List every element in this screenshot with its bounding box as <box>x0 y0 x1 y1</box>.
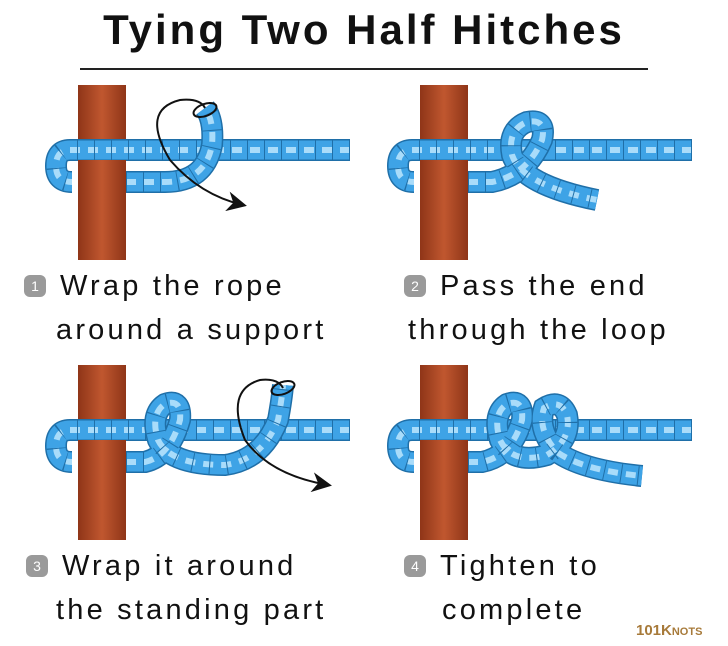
step-3-line1: Wrap it around <box>62 550 297 582</box>
step-2-illustration <box>386 85 692 260</box>
rope-segment <box>44 419 350 473</box>
rope-segment <box>386 139 692 193</box>
step-1-line2: around a support <box>56 314 327 346</box>
step-4-caption: 4 Tighten to complete <box>404 544 600 632</box>
step-1-illustration <box>44 85 350 260</box>
direction-arrow <box>156 98 243 205</box>
step-1-caption: 1 Wrap the rope around a support <box>24 264 326 352</box>
post-front <box>78 160 126 182</box>
brand-logo: 101KNOTS <box>636 622 703 639</box>
step-4-line1: Tighten to <box>440 550 600 582</box>
rotation-ring <box>270 380 296 396</box>
step-1-badge: 1 <box>24 275 46 297</box>
rope-segment <box>126 384 294 477</box>
post-front <box>420 160 468 182</box>
rope-segment <box>468 391 644 487</box>
page-title: Tying Two Half Hitches <box>103 6 625 53</box>
step-4-badge: 4 <box>404 555 426 577</box>
step-3-line2: the standing part <box>56 594 327 626</box>
rope-segment <box>468 110 600 211</box>
step-1-line1: Wrap the rope <box>60 270 285 302</box>
step-4-line2: complete <box>442 594 586 626</box>
step-4-illustration <box>386 365 692 540</box>
post-front <box>78 440 126 462</box>
rope-segment <box>386 419 692 473</box>
step-2-caption: 2 Pass the end through the loop <box>404 264 669 352</box>
step-3-badge: 3 <box>26 555 48 577</box>
step-2-line2: through the loop <box>408 314 669 346</box>
title-underline <box>80 68 648 70</box>
step-2-line1: Pass the end <box>440 270 648 302</box>
step-3-caption: 3 Wrap it around the standing part <box>26 544 326 632</box>
rotation-ring <box>192 102 218 118</box>
step-2-badge: 2 <box>404 275 426 297</box>
post-front <box>420 440 468 462</box>
rope-segment <box>44 139 350 193</box>
step-3-illustration <box>44 365 350 540</box>
rope-segment <box>126 101 224 193</box>
